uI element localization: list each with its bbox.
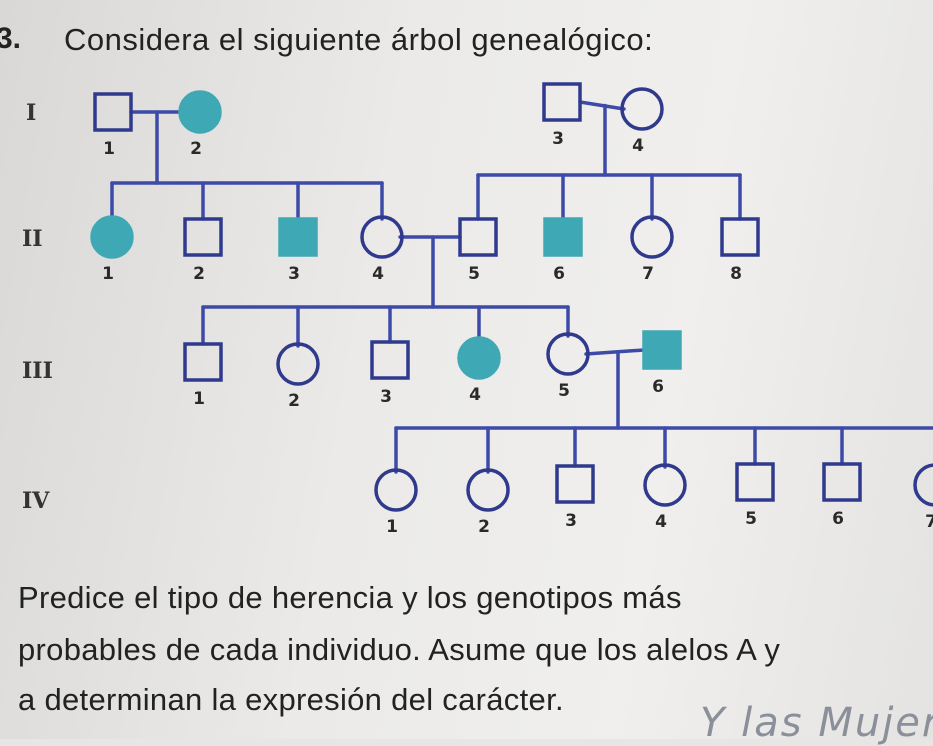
individual-label-iii-6: 6 [652, 377, 664, 397]
individual-iv-2 [466, 468, 510, 512]
handwritten-note: Y las Mujer [700, 700, 933, 746]
individual-i-2 [178, 90, 222, 134]
individual-label-i-2: 2 [190, 139, 202, 159]
individual-label-ii-3: 3 [288, 264, 300, 284]
individual-label-i-4: 4 [632, 136, 644, 156]
individual-iii-6 [642, 330, 682, 370]
individual-label-i-3: 3 [552, 129, 564, 149]
individual-ii-8 [720, 217, 760, 257]
individual-iv-6 [822, 462, 862, 502]
individual-label-ii-8: 8 [730, 264, 742, 284]
individual-iii-5 [546, 332, 590, 376]
individual-ii-6 [543, 217, 583, 257]
individual-label-iv-1: 1 [386, 517, 398, 537]
individual-ii-4 [360, 215, 404, 259]
individual-label-ii-2: 2 [193, 264, 205, 284]
mating-line [584, 348, 646, 356]
individual-ii-7 [630, 215, 674, 259]
individual-label-ii-6: 6 [553, 264, 565, 284]
individual-label-iii-3: 3 [380, 387, 392, 407]
individual-label-iii-1: 1 [193, 389, 205, 409]
generation-label-i: I [26, 100, 37, 126]
individual-label-iii-2: 2 [288, 391, 300, 411]
individual-label-ii-5: 5 [468, 264, 480, 284]
individual-iv-7 [913, 463, 933, 507]
generation-label-iv: IV [22, 488, 50, 514]
mating-line [578, 100, 626, 111]
instructions-line-1: Predice el tipo de herencia y los genoti… [18, 580, 682, 615]
individual-label-iv-6: 6 [832, 509, 844, 529]
individual-i-1 [93, 92, 133, 132]
individual-ii-1 [90, 215, 134, 259]
individual-iii-4 [457, 336, 501, 380]
question-number: 3. [0, 22, 22, 55]
individual-iv-3 [555, 464, 595, 504]
individual-i-4 [620, 87, 664, 131]
generation-label-iii: III [22, 358, 53, 384]
individual-i-3 [542, 82, 582, 122]
individual-label-iii-5: 5 [558, 381, 570, 401]
individual-label-iv-4: 4 [655, 512, 667, 532]
individual-label-i-1: 1 [103, 139, 115, 159]
instructions-line-2: probables de cada individuo. Asume que l… [18, 632, 781, 667]
pedigree-chart: 1 2 3 4 1 2 3 4 5 6 7 8 1 2 3 4 5 6 1 2 3 4 5 6 7 [90, 82, 933, 537]
individual-ii-5 [458, 217, 498, 257]
individual-ii-3 [278, 217, 318, 257]
individual-label-iv-7: 7 [925, 512, 933, 532]
generation-label-ii: II [22, 226, 43, 252]
individual-iii-1 [183, 342, 223, 382]
instructions-line-3: a determinan la expresión del carácter. [18, 682, 564, 717]
individual-iii-3 [370, 340, 410, 380]
individual-iv-4 [643, 463, 687, 507]
individual-iii-2 [276, 342, 320, 386]
individual-iv-1 [374, 468, 418, 512]
individual-label-ii-1: 1 [102, 264, 114, 284]
individual-label-iv-5: 5 [745, 509, 757, 529]
individual-label-iii-4: 4 [469, 385, 481, 405]
individual-iv-5 [735, 462, 775, 502]
individual-label-iv-3: 3 [565, 511, 577, 531]
individual-ii-2 [183, 217, 223, 257]
individual-label-iv-2: 2 [478, 517, 490, 537]
individual-label-ii-4: 4 [372, 264, 384, 284]
individual-label-ii-7: 7 [642, 264, 654, 284]
question-title: Considera el siguiente árbol genealógico… [64, 22, 654, 57]
